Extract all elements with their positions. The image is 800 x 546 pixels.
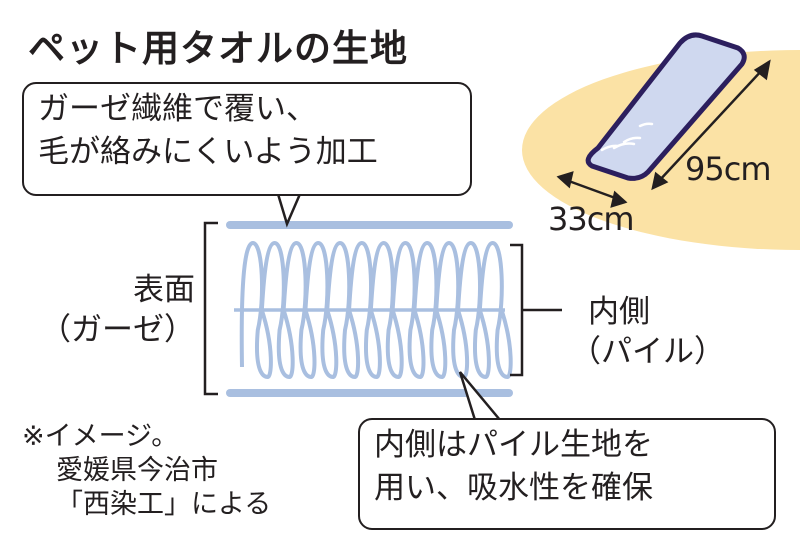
inner-label-line: （パイル） [570,334,725,370]
page-title: ペット用タオルの生地 [28,27,408,70]
towel-length-label: 95cm [685,150,771,188]
note-line: 愛媛県今治市 [56,455,218,486]
inner-label: 内側 （パイル） [570,292,725,372]
surface-label: 表面 （ガーゼ） [30,270,195,350]
note-line: 「西染工」による [56,489,272,520]
length-arrow [651,59,771,191]
top-callout: ガーゼ繊維で覆い、 毛が絡みにくいよう加工 [22,82,472,196]
towel-illustration [556,32,771,208]
bottom-callout-line: 内側はパイル生地を [374,427,653,463]
bottom-callout-line: 用い、吸水性を確保 [374,470,653,506]
surface-label-line: （ガーゼ） [40,312,195,348]
towel-width-label: 33cm [548,200,634,238]
inner-label-line: 内側 [588,294,650,330]
top-callout-line: 毛が絡みにくいよう加工 [38,134,378,170]
width-arrow [556,171,628,208]
surface-label-line: 表面 [133,272,195,308]
surface-bracket [203,221,218,396]
top-callout-line: ガーゼ繊維で覆い、 [38,91,317,127]
bottom-callout-pointer [458,371,501,421]
top-callout-pointer [276,193,302,228]
bottom-callout: 内側はパイル生地を 用い、吸水性を確保 [358,418,776,530]
fabric-cross-section [226,221,513,397]
image-note: ※イメージ。 愛媛県今治市 「西染工」による [22,420,271,522]
note-line: ※イメージ。 [22,421,179,452]
towel-shine [600,122,654,152]
inner-bracket [510,243,562,377]
